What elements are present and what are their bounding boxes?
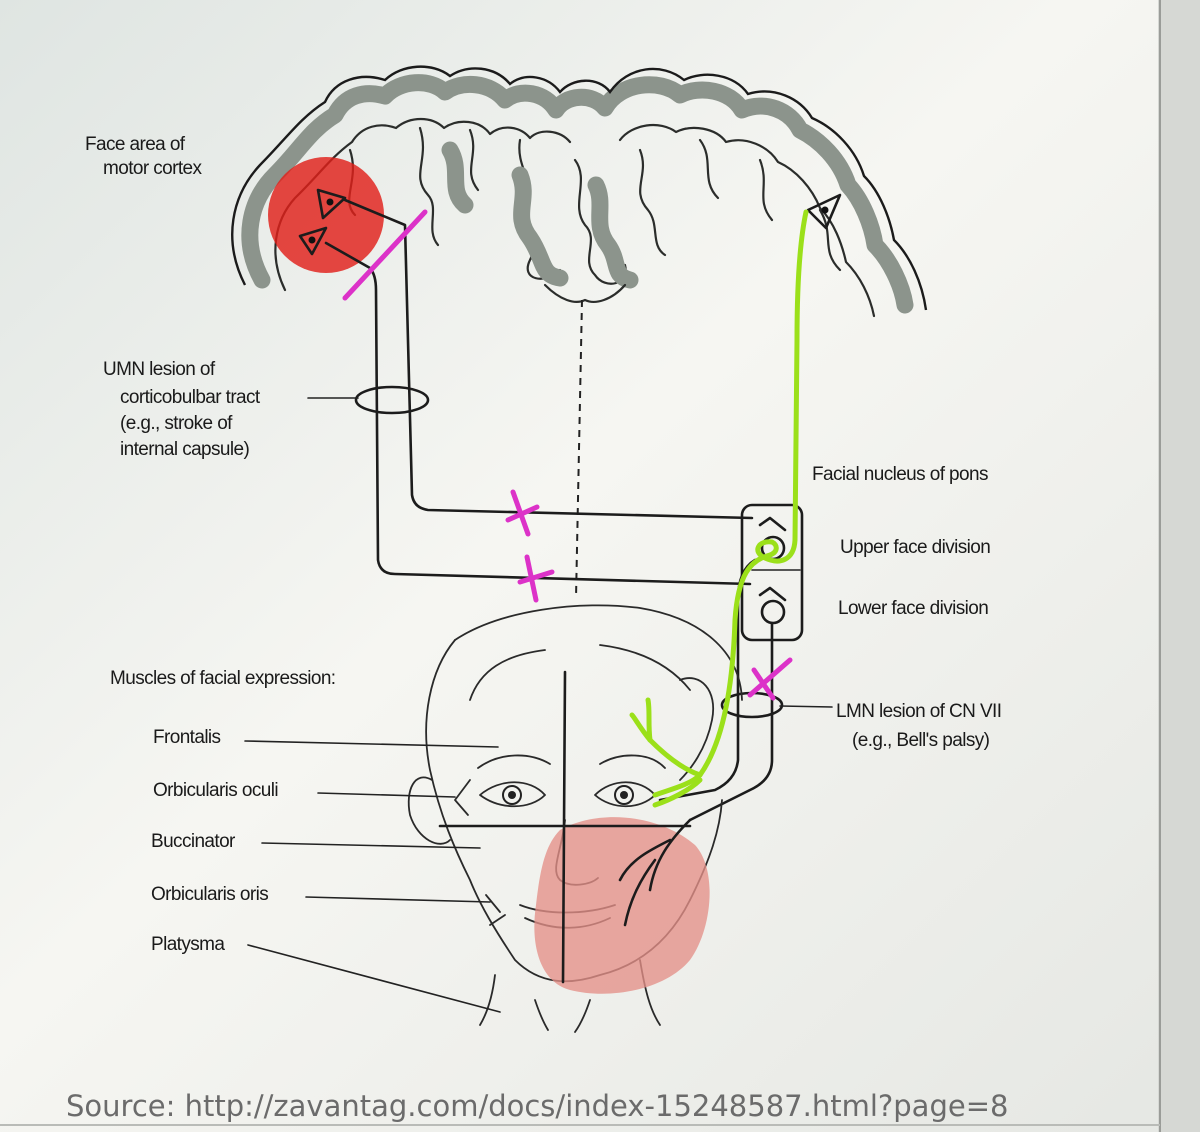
midline-dashed — [575, 299, 583, 599]
label-lower-face-division: Lower face division — [838, 598, 988, 619]
label-orbicularis-oculi: Orbicularis oculi — [153, 780, 278, 801]
label-orbicularis-oris: Orbicularis oris — [151, 884, 268, 905]
label-muscles-heading: Muscles of facial expression: — [110, 668, 335, 689]
umn-neuron-bodies — [298, 188, 842, 256]
umn-lesion-ellipse — [354, 385, 430, 415]
label-umn-line1: UMN lesion of — [103, 359, 216, 380]
source-caption: Source: http://zavantag.com/docs/index-1… — [66, 1089, 1008, 1123]
lmn-pathway-annotation — [629, 209, 809, 808]
label-upper-face-division: Upper face division — [840, 537, 990, 558]
lmn-lesion-x — [747, 657, 793, 701]
umn-lesion-slash — [342, 209, 428, 301]
brain-coronal-section — [231, 65, 928, 599]
face-quadrant-lines — [438, 670, 692, 984]
monitor-edge — [1158, 0, 1200, 1132]
label-face-area-line2: motor cortex — [103, 158, 202, 179]
label-leader-lines — [244, 397, 833, 1013]
affected-lower-face-highlight — [534, 817, 710, 994]
label-face-area-line1: Face area of — [85, 134, 186, 155]
label-lmn-line1: LMN lesion of CN VII — [836, 701, 1001, 722]
label-buccinator: Buccinator — [151, 831, 236, 852]
lesion-marks — [342, 209, 793, 701]
label-umn-line2: corticobulbar tract — [120, 387, 261, 408]
tract-lesion-x-lower — [517, 554, 555, 603]
label-frontalis: Frontalis — [153, 727, 221, 748]
diagram-labels: Face area of motor cortex UMN lesion of … — [66, 134, 1008, 1123]
label-lmn-line2: (e.g., Bell's palsy) — [852, 730, 990, 751]
label-facial-nucleus: Facial nucleus of pons — [812, 464, 988, 485]
label-platysma: Platysma — [151, 934, 225, 955]
label-umn-line4: internal capsule) — [120, 439, 249, 460]
tract-lesion-x-upper — [505, 489, 540, 537]
label-umn-line3: (e.g., stroke of — [120, 413, 233, 434]
